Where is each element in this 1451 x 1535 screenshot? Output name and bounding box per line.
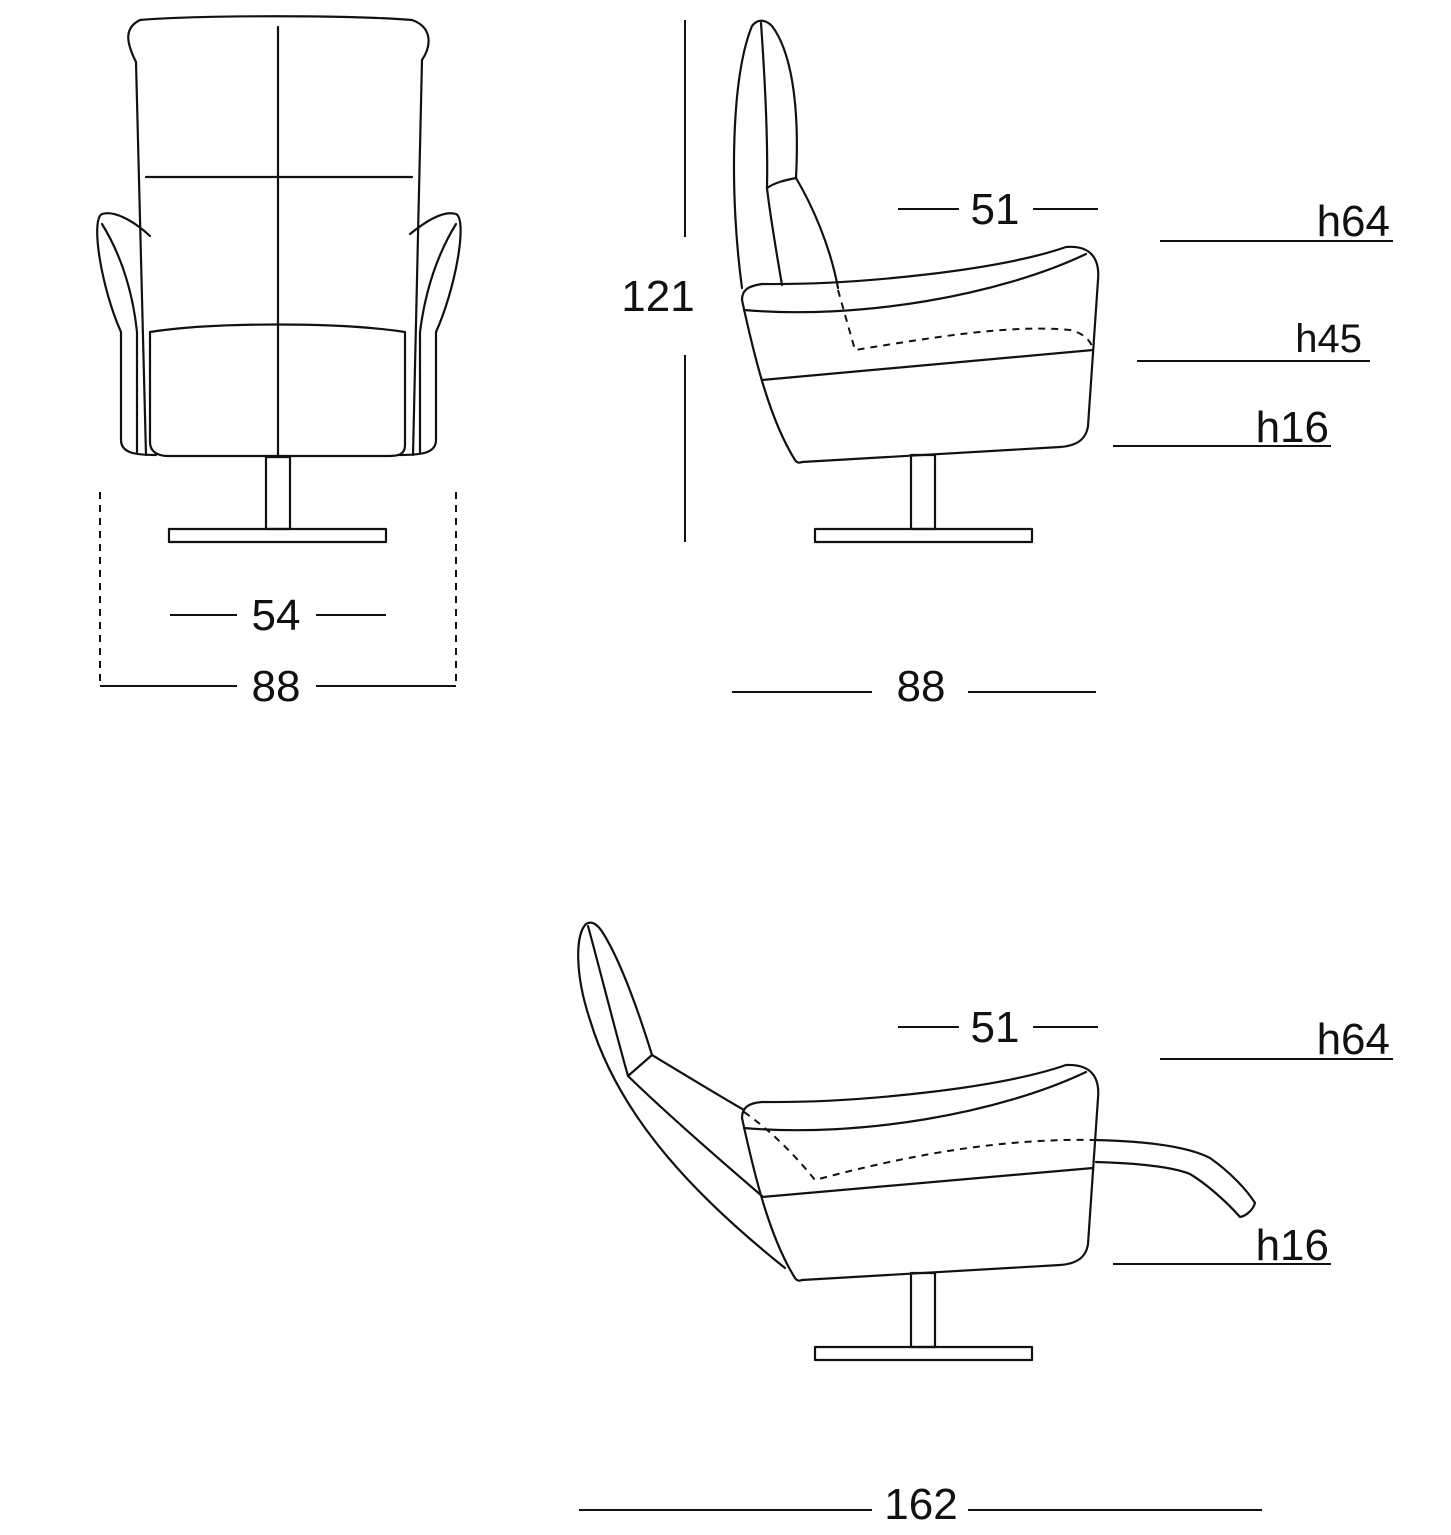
front-stem xyxy=(264,455,292,531)
reclined-armrest xyxy=(740,1063,1100,1282)
side-armrest xyxy=(740,245,1100,464)
side-head-seam xyxy=(765,176,840,290)
reclined-base-plate xyxy=(813,1345,1034,1362)
reclined-backrest-outer xyxy=(577,921,787,1270)
front-left-armrest-inner xyxy=(100,222,139,454)
front-seat-cushion xyxy=(148,323,407,458)
side-backrest-inner xyxy=(759,21,784,287)
reclined-seat-depth-label: 51 xyxy=(971,1003,1020,1052)
front-base-width-label: 54 xyxy=(252,591,301,640)
side-view: 121 51 h64 h45 h16 88 xyxy=(621,19,1393,711)
side-depth-label: 88 xyxy=(897,662,946,711)
side-seat-hidden-line xyxy=(837,289,1094,352)
side-base-plate xyxy=(813,527,1034,544)
front-base-plate xyxy=(167,527,388,544)
reclined-armrest-lower-edge xyxy=(742,1070,1088,1132)
reclined-seat-front xyxy=(740,1116,804,1282)
reclined-extended-length-label: 162 xyxy=(884,1480,957,1529)
reclined-view: 51 h64 h16 162 xyxy=(577,921,1393,1529)
side-seat-seam xyxy=(760,348,1095,382)
front-view: 54 88 xyxy=(96,15,462,711)
reclined-head-seam xyxy=(626,1053,746,1112)
side-base-clearance-label: h16 xyxy=(1256,403,1329,452)
side-stem xyxy=(909,453,937,531)
side-armrest-lower-edge xyxy=(742,252,1088,314)
front-backrest xyxy=(127,15,430,457)
reclined-backrest-inner xyxy=(586,924,764,1198)
side-armrest-height-label: h64 xyxy=(1317,197,1390,246)
side-seat-depth-label: 51 xyxy=(971,185,1020,234)
front-left-armrest xyxy=(96,212,158,457)
side-backrest-outer xyxy=(732,19,798,290)
reclined-seat-hidden-line xyxy=(743,1111,1094,1182)
reclined-seat-seam xyxy=(760,1166,1095,1199)
side-seat-front xyxy=(740,298,804,464)
front-right-armrest xyxy=(398,212,462,457)
side-height-label: 121 xyxy=(621,272,694,321)
reclined-armrest-height-label: h64 xyxy=(1317,1015,1390,1064)
front-right-armrest-inner xyxy=(418,222,458,454)
reclined-stem xyxy=(909,1271,937,1349)
front-overall-width-label: 88 xyxy=(252,662,301,711)
reclined-base-clearance-label: h16 xyxy=(1256,1221,1329,1270)
side-seat-height-label: h45 xyxy=(1295,317,1362,361)
reclined-footrest xyxy=(1092,1138,1257,1219)
